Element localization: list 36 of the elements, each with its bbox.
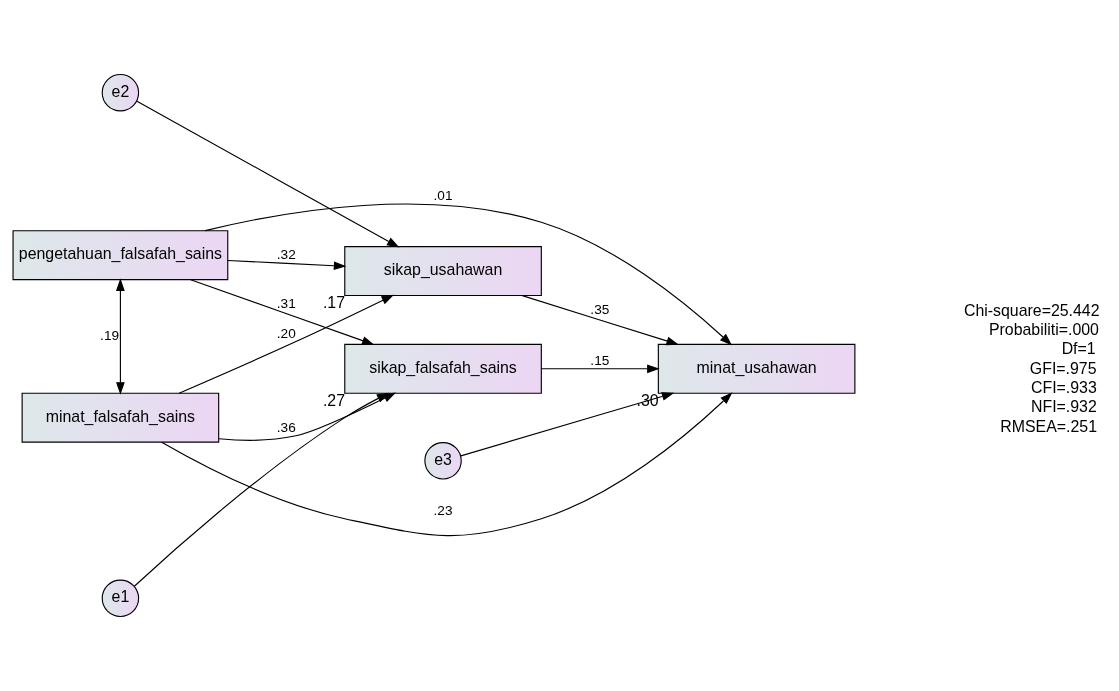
- node-label: .27: [322, 391, 346, 409]
- arrow: [227, 259, 347, 271]
- edge-label: .19: [100, 327, 120, 343]
- edge-label: .36: [276, 419, 296, 435]
- edge-label: .32: [276, 247, 296, 263]
- node-circle: e3: [424, 442, 462, 480]
- label: CFI=.933: [1030, 378, 1097, 396]
- label: NFI=.932: [1030, 398, 1097, 416]
- arrow: [136, 100, 400, 248]
- node-circle: e1: [101, 579, 140, 618]
- arrow: [178, 294, 394, 394]
- edge-label: .31: [276, 296, 296, 312]
- arrow: [133, 392, 390, 587]
- label: GFI=.975: [1029, 359, 1097, 377]
- edge-label: .35: [590, 301, 610, 317]
- node-circle: e2: [101, 73, 140, 112]
- arrow: [190, 279, 375, 345]
- label: Probabiliti=.000: [988, 320, 1099, 338]
- label: RMSEA=.251: [1000, 417, 1098, 435]
- arrow: [116, 278, 125, 395]
- node-box: pengetahuan_falsafah_sains: [12, 230, 229, 281]
- label: Df=1: [1061, 340, 1096, 358]
- node-box: minat_falsafah_sains: [21, 392, 220, 443]
- edge-label: .15: [590, 352, 610, 368]
- node-box: minat_usahawan: [657, 343, 856, 394]
- arrow: [460, 392, 675, 457]
- arrow: [540, 364, 660, 374]
- arrow: [204, 203, 733, 346]
- label: Chi-square=25.442: [963, 301, 1100, 319]
- node-box: sikap_falsafah_sains: [344, 343, 542, 394]
- edge-label: .20: [276, 325, 296, 341]
- node-label: .17: [322, 294, 346, 312]
- edge-label: .01: [433, 188, 453, 204]
- node-box: sikap_usahawan: [344, 246, 542, 297]
- arrow: [521, 295, 679, 346]
- edge-label: .23: [433, 502, 453, 518]
